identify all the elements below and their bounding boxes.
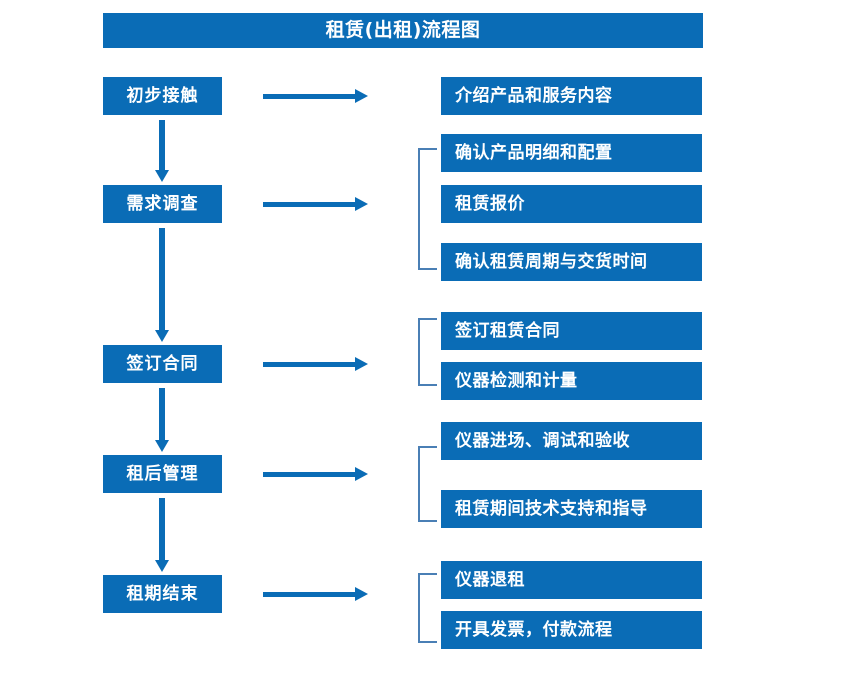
detail-box-instrument-inspection[interactable]: 仪器检测和计量 [441, 362, 702, 400]
stage-box-rental-end[interactable]: 租期结束 [103, 575, 222, 613]
arrow-head-down-icon [155, 560, 169, 572]
horizontal-arrow-stage-5 [263, 587, 368, 601]
arrow-shaft [159, 388, 165, 440]
group-bracket-2 [418, 148, 437, 270]
arrow-head-down-icon [155, 440, 169, 452]
arrow-shaft [159, 120, 165, 170]
arrow-shaft [263, 94, 355, 99]
stage-box-initial-contact[interactable]: 初步接触 [103, 77, 222, 115]
detail-box-confirm-rental-period[interactable]: 确认租赁周期与交货时间 [441, 243, 702, 281]
page-title: 租赁(出租)流程图 [103, 13, 703, 48]
arrow-head-down-icon [155, 170, 169, 182]
stage-box-post-rental-management[interactable]: 租后管理 [103, 455, 222, 493]
detail-box-introduce-products[interactable]: 介绍产品和服务内容 [441, 77, 702, 115]
arrow-head-right-icon [355, 587, 368, 601]
detail-box-sign-rental-contract[interactable]: 签订租赁合同 [441, 312, 702, 350]
arrow-shaft [263, 202, 355, 207]
horizontal-arrow-stage-4 [263, 467, 368, 481]
arrow-head-down-icon [155, 330, 169, 342]
group-bracket-3 [418, 318, 437, 386]
horizontal-arrow-stage-1 [263, 89, 368, 103]
detail-box-invoice-payment[interactable]: 开具发票，付款流程 [441, 611, 702, 649]
vertical-arrow-1-to-2 [155, 120, 169, 182]
detail-box-instrument-arrival-commissioning[interactable]: 仪器进场、调试和验收 [441, 422, 702, 460]
arrow-head-right-icon [355, 89, 368, 103]
horizontal-arrow-stage-2 [263, 197, 368, 211]
arrow-shaft [263, 472, 355, 477]
vertical-arrow-3-to-4 [155, 388, 169, 452]
horizontal-arrow-stage-3 [263, 357, 368, 371]
stage-box-sign-contract[interactable]: 签订合同 [103, 345, 222, 383]
arrow-shaft [263, 362, 355, 367]
group-bracket-5 [418, 573, 437, 643]
arrow-head-right-icon [355, 197, 368, 211]
detail-box-technical-support[interactable]: 租赁期间技术支持和指导 [441, 490, 702, 528]
stage-box-demand-survey[interactable]: 需求调查 [103, 185, 222, 223]
arrow-head-right-icon [355, 357, 368, 371]
arrow-shaft [159, 228, 165, 330]
arrow-shaft [263, 592, 355, 597]
detail-box-instrument-return[interactable]: 仪器退租 [441, 561, 702, 599]
detail-box-confirm-product-details[interactable]: 确认产品明细和配置 [441, 134, 702, 172]
detail-box-rental-quote[interactable]: 租赁报价 [441, 185, 702, 223]
vertical-arrow-2-to-3 [155, 228, 169, 342]
arrow-shaft [159, 498, 165, 560]
group-bracket-4 [418, 446, 437, 522]
arrow-head-right-icon [355, 467, 368, 481]
vertical-arrow-4-to-5 [155, 498, 169, 572]
